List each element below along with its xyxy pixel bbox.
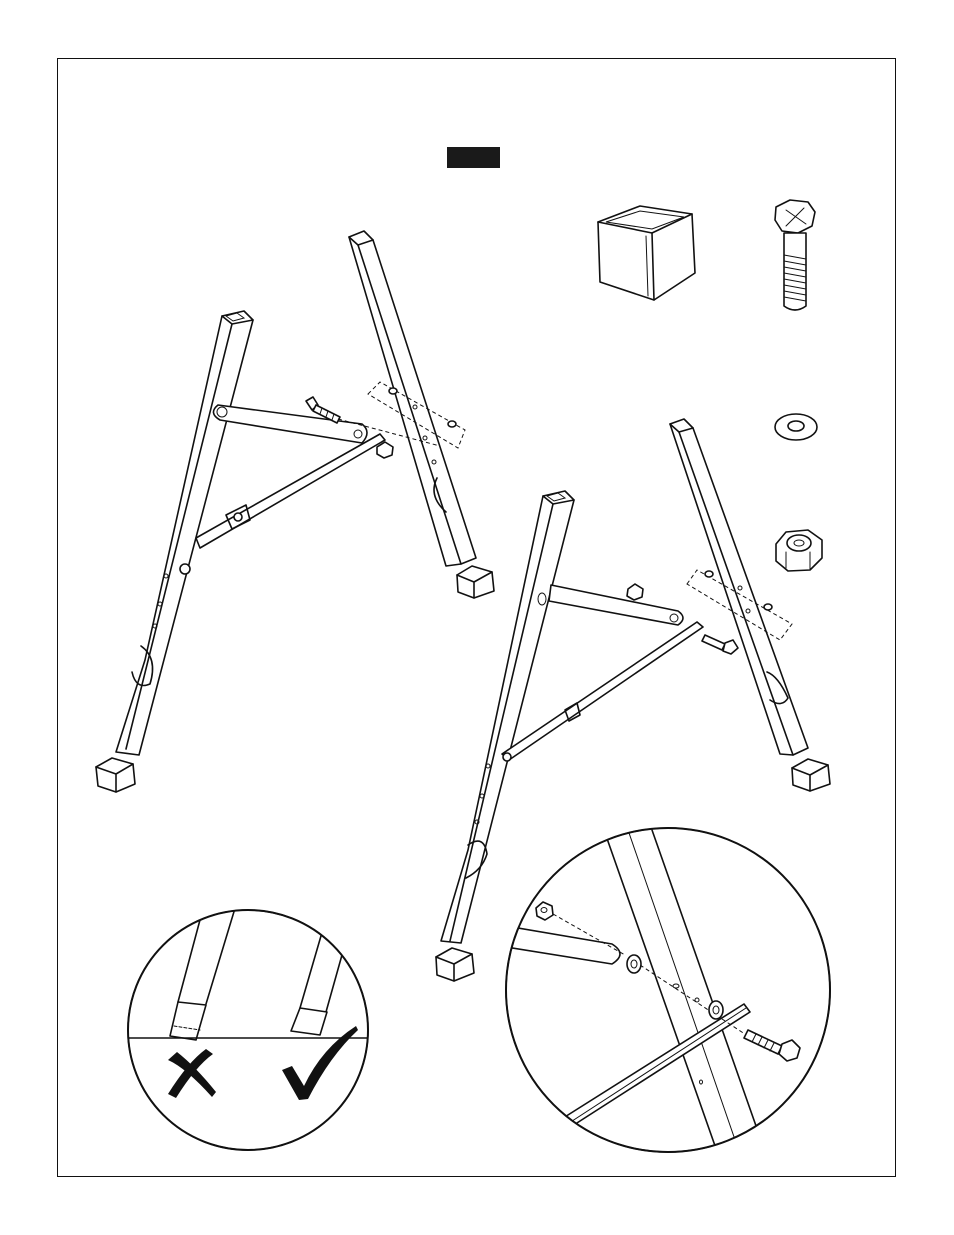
bolt-closeup-detail — [500, 828, 830, 1160]
left-assembly — [96, 231, 494, 792]
hex-bolt-icon — [775, 200, 815, 310]
washer-icon — [775, 414, 817, 440]
foot-orientation-detail — [120, 905, 380, 1150]
foot-cap-icon — [598, 206, 695, 300]
lock-nut-icon — [776, 530, 822, 571]
